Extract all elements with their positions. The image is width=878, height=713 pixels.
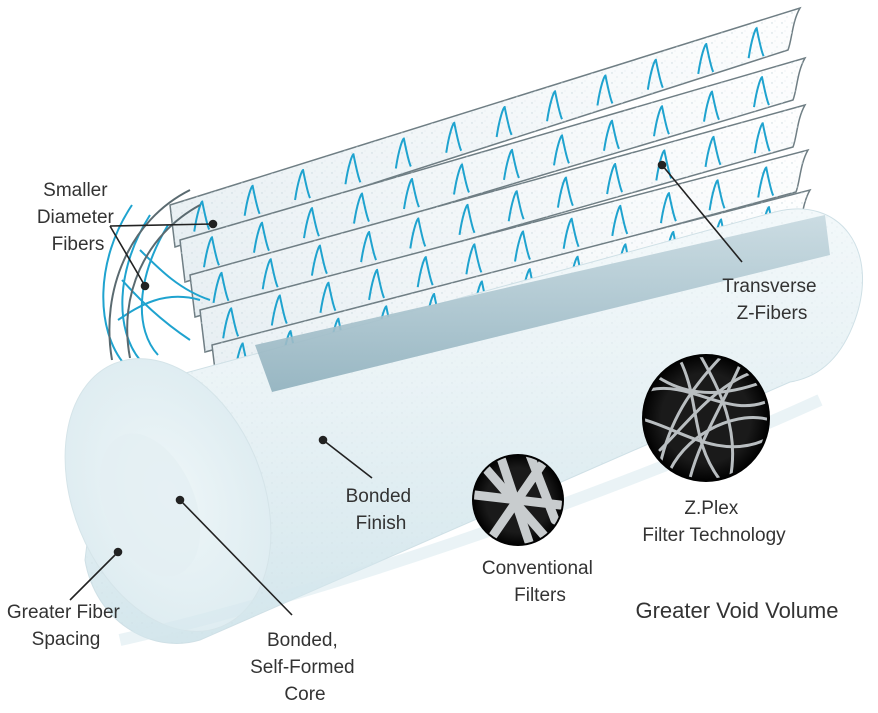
filter-layer-texture	[180, 58, 805, 282]
z-fiber	[270, 294, 288, 326]
z-fiber	[704, 135, 722, 167]
z-fiber	[394, 137, 412, 169]
bonded-finish-label: Bonded Finish	[346, 486, 417, 534]
z-fiber	[453, 163, 470, 195]
z-fiber	[747, 27, 765, 59]
z-fiber	[659, 192, 677, 224]
z-fiber	[653, 105, 670, 137]
z-fiber	[253, 221, 270, 253]
z-fiber	[344, 153, 362, 185]
greater-void-volume-label: Greater Void Volume	[635, 598, 838, 623]
z-fiber	[465, 243, 483, 275]
z-fiber	[611, 204, 629, 237]
z-fiber	[553, 134, 570, 166]
z-fiber	[261, 258, 279, 290]
wrap-fibers	[102, 204, 211, 366]
smaller-diameter-fibers-label: Smaller Diameter Fibers	[37, 180, 119, 255]
z-fiber	[243, 184, 261, 216]
z-fiber	[303, 207, 320, 239]
z-fiber	[203, 236, 220, 268]
filter-layer-texture	[190, 105, 805, 317]
z-fiber	[556, 176, 574, 208]
zplex-filter-magnifier	[642, 354, 770, 482]
z-fiber	[458, 203, 476, 235]
leader-lines	[69, 160, 743, 616]
filter-layer-texture	[170, 8, 800, 247]
greater-fiber-spacing-label: Greater Fiber Spacing	[7, 602, 125, 650]
bonded-core-label: Bonded, Self-Formed Core	[250, 630, 360, 705]
labels: Smaller Diameter Fibers Transverse Z-Fib…	[7, 180, 839, 705]
z-fiber	[708, 179, 726, 211]
conventional-filter-magnifier	[472, 454, 564, 546]
z-fiber	[445, 121, 463, 153]
wrap-outlines	[108, 189, 201, 361]
z-fiber	[319, 281, 337, 313]
z-fiber	[603, 119, 620, 151]
z-fiber	[294, 169, 311, 201]
z-fiber	[703, 90, 720, 122]
z-fiber	[360, 231, 378, 263]
z-fiber	[646, 58, 664, 90]
z-fiber	[368, 268, 386, 301]
z-fiber	[353, 192, 370, 224]
z-fiber	[562, 217, 580, 249]
z-fiber	[757, 166, 775, 198]
z-fiber	[310, 244, 328, 276]
z-fiber	[409, 217, 427, 249]
z-fiber	[753, 76, 770, 108]
z-fiber	[606, 163, 624, 195]
transverse-z-fibers-label: Transverse Z-Fibers	[722, 276, 822, 324]
z-fiber	[697, 42, 715, 75]
z-fiber	[222, 307, 240, 339]
z-fiber	[503, 148, 520, 181]
conventional-filters-label: Conventional Filters	[482, 558, 598, 606]
z-fiber	[495, 105, 513, 138]
z-fiber	[514, 230, 531, 262]
z-fiber	[212, 271, 230, 303]
z-fiber	[546, 90, 563, 122]
zplex-label: Z.Plex Filter Technology	[642, 498, 786, 546]
z-fiber	[596, 74, 614, 106]
z-fiber	[416, 256, 434, 288]
filter-cartridge	[64, 208, 864, 646]
z-fiber	[507, 190, 525, 222]
z-fiber	[753, 122, 771, 154]
z-fiber	[403, 178, 420, 210]
filter-layer-texture	[200, 150, 808, 352]
